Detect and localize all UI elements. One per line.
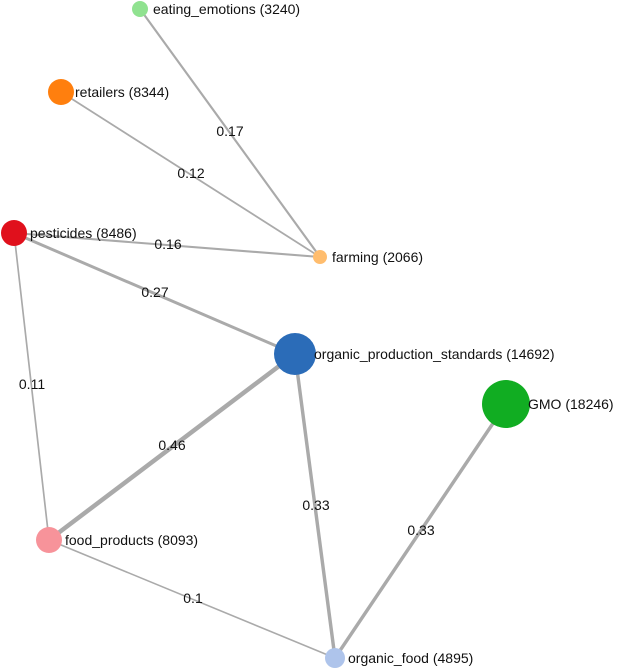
edge-pesticides-farming: [12, 231, 322, 259]
node-retailers[interactable]: [48, 79, 74, 105]
node-organic_production_standards[interactable]: [274, 333, 316, 375]
nodes-layer: eating_emotions (3240) retailers (8344) pe…: [1, 1, 614, 668]
edge-weight-label: 0.12: [177, 165, 204, 181]
node-label-farming: farming (2066): [332, 249, 423, 265]
node-label-food_products: food_products (8093): [65, 532, 198, 548]
edge-weight-label: 0.16: [154, 236, 181, 252]
edge-organic_production_standards-organic_food: [293, 352, 337, 660]
edge-weight-label: 0.17: [216, 123, 243, 139]
node-label-organic_food: organic_food (4895): [348, 650, 473, 666]
edge-weight-label: 0.33: [302, 497, 329, 513]
edge-eating_emotions-farming: [138, 7, 322, 259]
edge-weight-label: 0.1: [183, 590, 203, 606]
edge-weight-label: 0.33: [407, 522, 434, 538]
edge-weight-label: 0.46: [158, 437, 185, 453]
node-eating_emotions[interactable]: [132, 1, 148, 17]
node-organic_food[interactable]: [325, 648, 345, 668]
node-food_products[interactable]: [36, 527, 62, 553]
edge-organic_production_standards-food_products: [46, 351, 298, 543]
node-label-organic_production_standards: organic_production_standards (14692): [314, 346, 555, 362]
node-pesticides[interactable]: [1, 220, 27, 246]
edges-layer: 0.17 0.12 0.16 0.27 0.11 0.46 0.33 0.33 0.1: [12, 7, 508, 660]
edge-GMO-organic_food: [333, 402, 508, 660]
node-label-pesticides: pesticides (8486): [30, 225, 137, 241]
node-label-retailers: retailers (8344): [75, 84, 169, 100]
edge-pesticides-food_products: [13, 232, 50, 541]
node-farming[interactable]: [313, 250, 327, 264]
edge-retailers-farming: [60, 91, 321, 258]
node-GMO[interactable]: [482, 380, 530, 428]
edge-weight-label: 0.11: [19, 376, 45, 392]
node-label-eating_emotions: eating_emotions (3240): [153, 1, 300, 17]
edge-food_products-organic_food: [48, 539, 336, 659]
edge-weight-label: 0.27: [141, 284, 168, 300]
node-label-GMO: GMO (18246): [528, 396, 614, 412]
edge-pesticides-organic_production_standards: [12, 231, 297, 356]
